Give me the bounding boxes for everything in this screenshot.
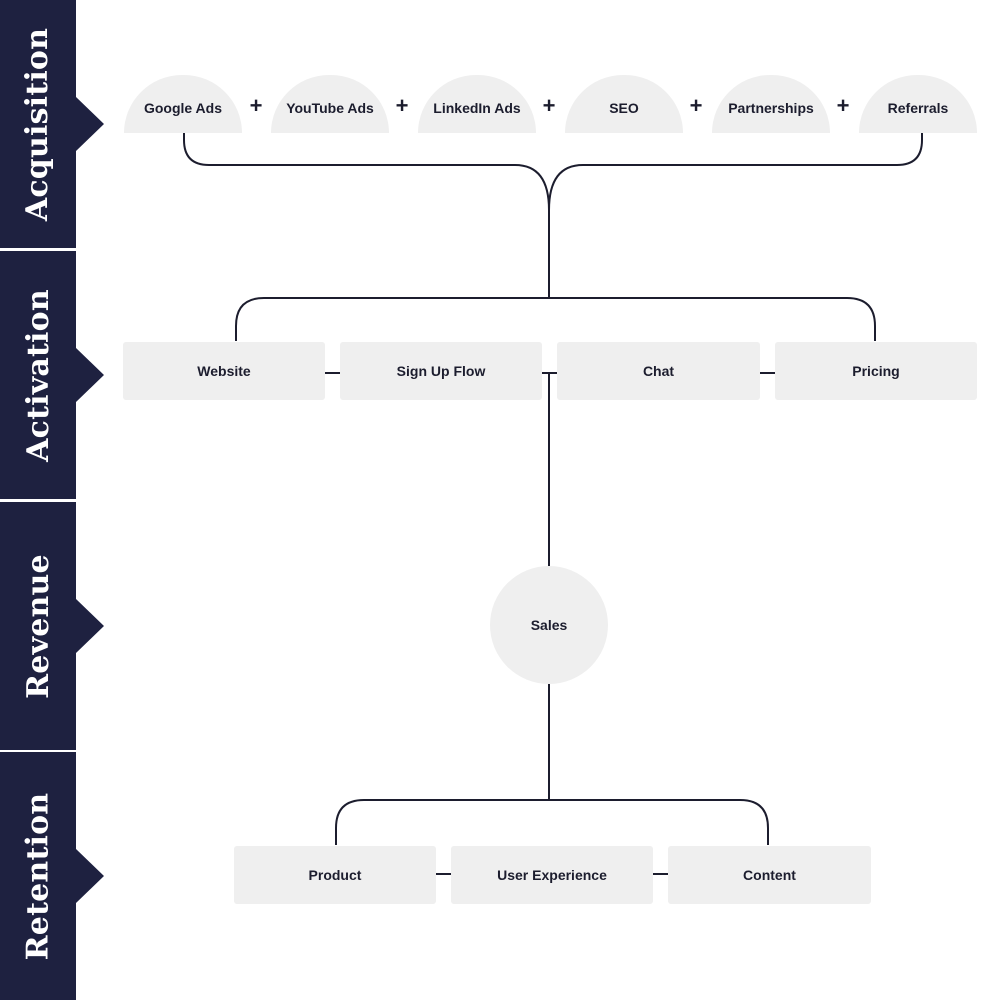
retention-content[interactable]: Content	[668, 846, 871, 904]
activation-website[interactable]: Website	[123, 342, 325, 400]
activation-chat[interactable]: Chat	[557, 342, 760, 400]
stage-tab-shape	[0, 0, 104, 248]
revenue-sales-node[interactable]: Sales	[490, 566, 608, 684]
stage-tab-retention: Retention	[0, 752, 104, 1000]
plus-separator: +	[542, 93, 556, 118]
stage-tab-shape	[0, 752, 104, 1000]
plus-separator: +	[836, 93, 850, 118]
stage-tab-shape	[0, 251, 104, 499]
retention-user-experience[interactable]: User Experience	[451, 846, 653, 904]
stage-tab-acquisition: Acquisition	[0, 0, 104, 248]
stage-tab-revenue: Revenue	[0, 502, 104, 750]
stage-tab-activation: Activation	[0, 251, 104, 499]
retention-product[interactable]: Product	[234, 846, 436, 904]
activation-pricing[interactable]: Pricing	[775, 342, 977, 400]
plus-separator: +	[689, 93, 703, 118]
plus-separator: +	[249, 93, 263, 118]
stage-tab-shape	[0, 502, 104, 750]
plus-separator: +	[395, 93, 409, 118]
activation-sign-up-flow[interactable]: Sign Up Flow	[340, 342, 542, 400]
